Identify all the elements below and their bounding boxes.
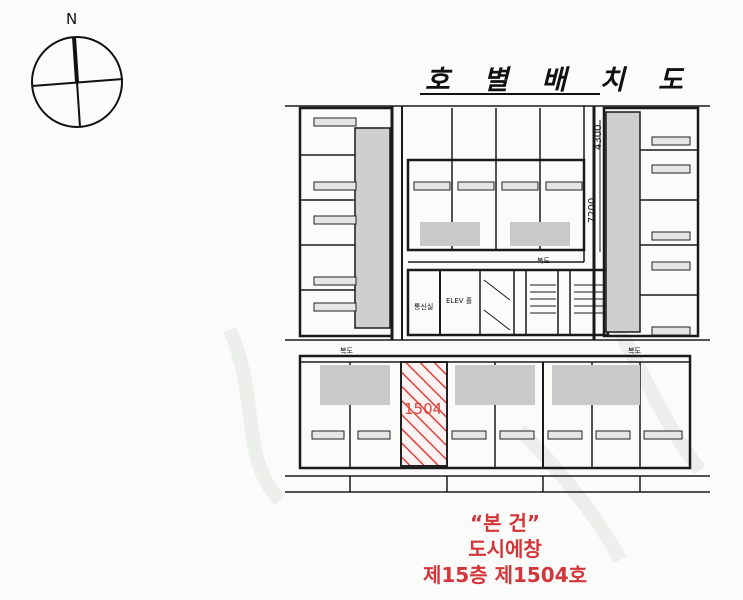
dimension-7200: 7200 [587, 197, 599, 224]
caption-unit: 제15층 제1504호 [422, 563, 588, 587]
corridor-label-left: 복도 [340, 347, 353, 355]
elevator-hall-label: ELEV 홀 [446, 297, 473, 305]
unit-1504-label: 1504 [404, 400, 443, 418]
unit-1504-highlight[interactable] [400, 361, 448, 467]
caption-building: 도시에창 [468, 537, 542, 561]
corridor-label: 복도 [537, 257, 550, 265]
caption-subject: “본 건” [469, 511, 541, 535]
north-arrow-compass-icon [31, 36, 124, 128]
title-underline [420, 93, 600, 95]
north-label: N [66, 10, 78, 28]
dimension-4300: 4300 [593, 124, 604, 150]
page-title: 호 별 배 치 도 [425, 65, 695, 96]
corridor-label-right: 복도 [628, 347, 641, 355]
comm-room-label: 통신실 [414, 303, 434, 311]
